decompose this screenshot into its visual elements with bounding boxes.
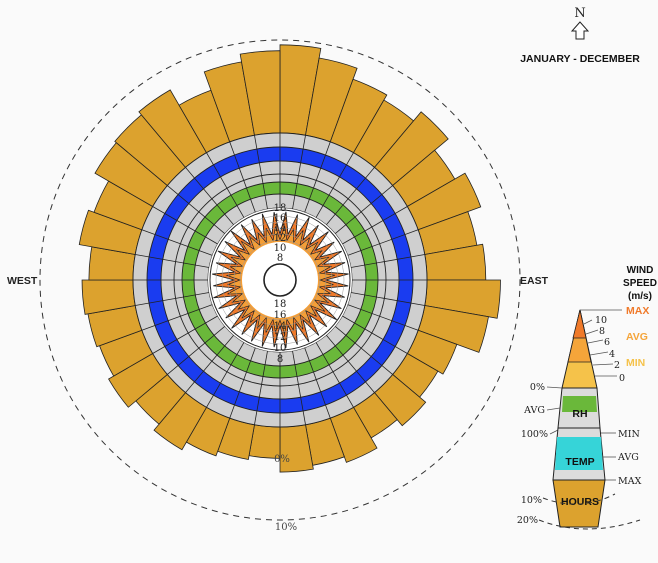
legend-wind-max-label: MAX xyxy=(626,305,649,317)
band-divider-17 xyxy=(292,350,306,425)
band-divider-15 xyxy=(315,342,354,408)
speed-tick-down-10: 10 xyxy=(274,343,287,354)
legend-rh-100pct: 100% xyxy=(521,429,548,440)
legend-wind-max-fill xyxy=(572,309,587,339)
legend-temp-max: MAX xyxy=(618,476,642,487)
speed-gridline-2 xyxy=(227,227,333,333)
legend-hours-label: HOURS xyxy=(561,496,599,508)
legend-wind-tick-2: 2 xyxy=(614,360,620,371)
ten-percent-ring xyxy=(39,39,521,521)
band-divider-26 xyxy=(135,292,210,306)
legend-wind-tick-0: 0 xyxy=(619,373,625,384)
band-divider-29 xyxy=(141,229,213,256)
band-divider-24 xyxy=(152,315,218,354)
hours-zero-label: 0% xyxy=(274,454,290,465)
legend-wind-tick-6: 6 xyxy=(604,337,610,348)
legend-temp-min: MIN xyxy=(618,429,640,440)
wind-outer-edge xyxy=(209,209,351,351)
speed-tick-down-18: 18 xyxy=(274,299,287,310)
speed-gridline-0 xyxy=(239,239,321,321)
legend-hours-band xyxy=(552,479,606,528)
band-divider-7 xyxy=(347,229,419,256)
band-divider-3 xyxy=(315,152,354,218)
speed-tick-up-10: 10 xyxy=(274,243,287,254)
speed-tick-up-12: 12 xyxy=(274,233,287,244)
speed-tick-down-14: 14 xyxy=(274,321,287,332)
speed-gridline-1 xyxy=(233,233,327,327)
legend-wind-tick-10: 10 xyxy=(595,315,607,326)
speed-tick-up-14: 14 xyxy=(274,223,287,234)
legend-wind-min-label: MIN xyxy=(626,357,645,369)
band-divider-11 xyxy=(347,304,419,331)
band-divider-35 xyxy=(254,135,268,210)
west-label: WEST xyxy=(7,275,38,287)
svg-text:N: N xyxy=(574,6,585,21)
period-label: JANUARY - DECEMBER xyxy=(520,53,640,65)
legend-title-unit: (m/s) xyxy=(628,291,652,302)
speed-gridline-4 xyxy=(215,215,345,345)
calm-center-circle xyxy=(263,263,297,297)
band-divider-28 xyxy=(135,254,210,268)
band-divider-32 xyxy=(185,167,235,226)
legend-wind-avg-label: AVG xyxy=(626,331,648,343)
band-divider-12 xyxy=(342,315,408,354)
legend-temp-label: TEMP xyxy=(565,456,594,468)
legend-title-speed: SPEED xyxy=(623,278,657,289)
band-divider-5 xyxy=(334,185,393,235)
band-divider-22 xyxy=(185,334,235,393)
speed-gridline-3 xyxy=(221,221,339,339)
legend-rh-label: RH xyxy=(572,408,587,420)
band-divider-33 xyxy=(206,152,245,218)
band-divider-30 xyxy=(152,206,218,245)
band-divider-13 xyxy=(334,325,393,375)
band-divider-10 xyxy=(350,292,425,306)
legend-hours-10pct: 10% xyxy=(521,495,542,506)
speed-tick-up-8: 8 xyxy=(277,253,283,264)
outer-dashed-ring xyxy=(39,39,521,521)
legend-rh-0pct: 0% xyxy=(530,382,545,393)
band-divider-31 xyxy=(167,185,226,235)
speed-tick-up-16: 16 xyxy=(274,213,287,224)
band-divider-16 xyxy=(304,347,331,419)
band-divider-20 xyxy=(229,347,256,419)
band-divider-23 xyxy=(167,325,226,375)
hours-ten-percent-label: 10% xyxy=(275,522,297,533)
legend: WIND SPEED (m/s) 10 8 6 4 2 0 MAX AVG MI… xyxy=(517,265,657,530)
band-divider-6 xyxy=(342,206,408,245)
climate-bands xyxy=(132,132,428,428)
legend-wind-tick-4: 4 xyxy=(609,349,615,360)
band-divider-21 xyxy=(206,342,245,408)
speed-tick-down-16: 16 xyxy=(274,310,287,321)
band-divider-34 xyxy=(229,141,256,213)
band-divider-8 xyxy=(350,254,425,268)
band-divider-4 xyxy=(325,167,375,226)
speed-tick-down-8: 8 xyxy=(277,354,283,365)
east-label: EAST xyxy=(520,275,549,287)
north-arrow-icon: N xyxy=(570,6,590,40)
band-divider-25 xyxy=(141,304,213,331)
legend-wind-tick-8: 8 xyxy=(599,326,605,337)
legend-title-wind: WIND xyxy=(627,265,654,276)
speed-tick-up-18: 18 xyxy=(274,203,287,214)
band-divider-19 xyxy=(254,350,268,425)
hours-bars xyxy=(78,44,501,473)
band-divider-1 xyxy=(292,135,306,210)
band-divider-2 xyxy=(304,141,331,213)
legend-hours-20pct: 20% xyxy=(517,515,538,526)
band-divider-14 xyxy=(325,334,375,393)
speed-tick-down-12: 12 xyxy=(274,332,287,343)
legend-rh-avg: AVG xyxy=(523,405,545,416)
legend-temp-avg: AVG xyxy=(617,452,639,463)
